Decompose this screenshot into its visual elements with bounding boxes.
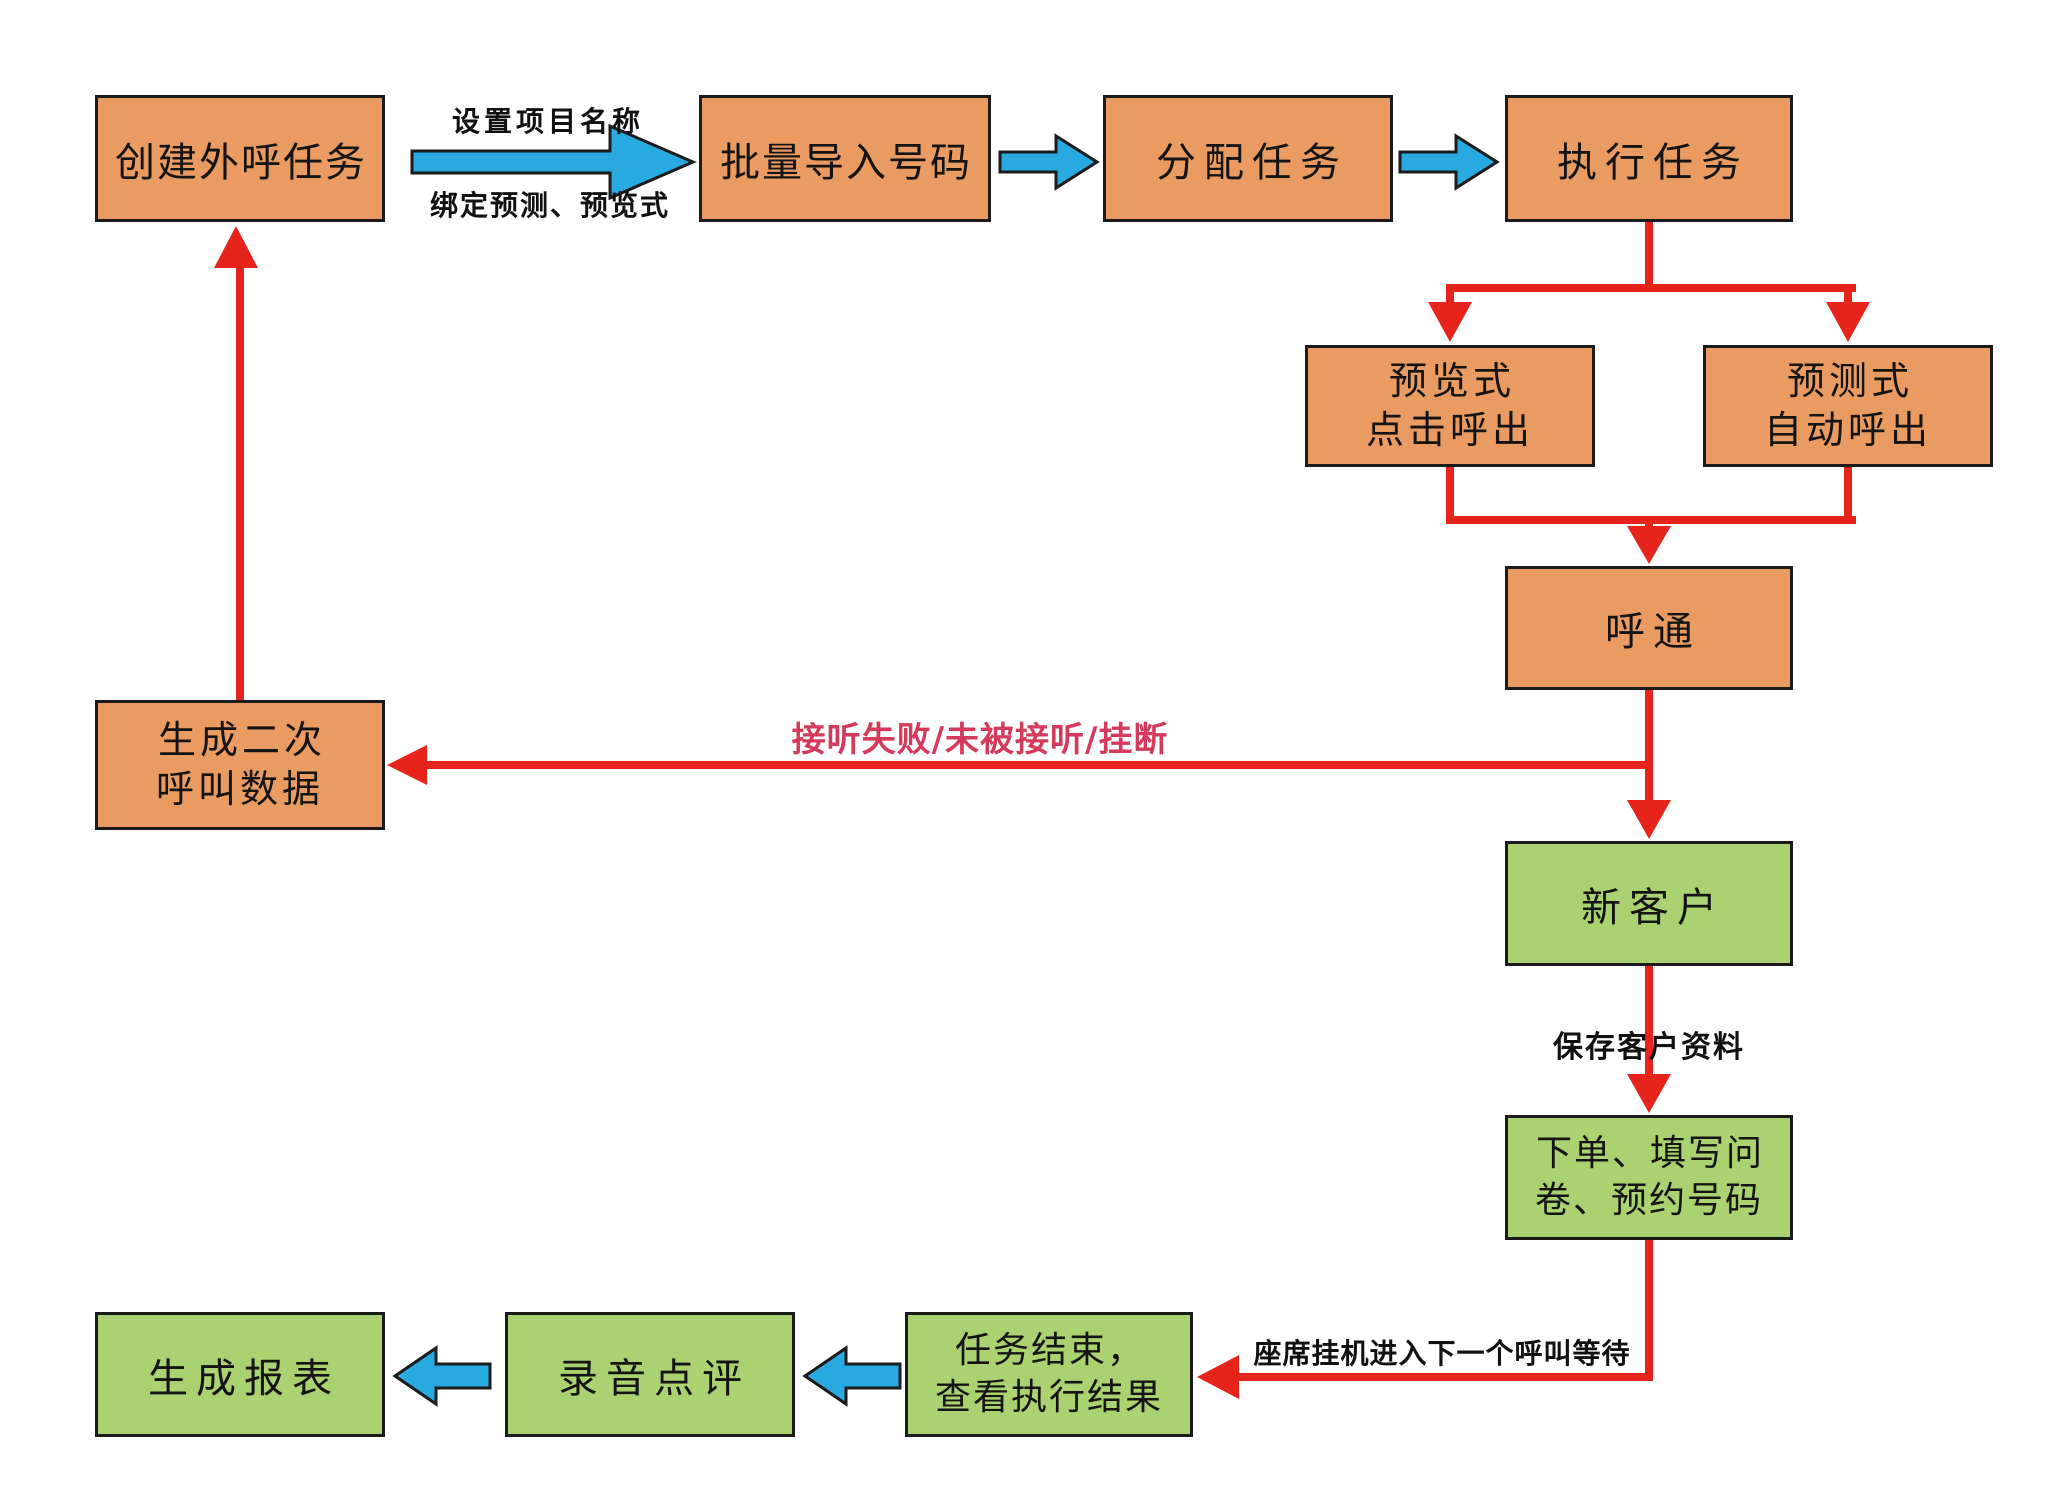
- node-preview-click-callout-label: 预览式 点击呼出: [1365, 359, 1534, 452]
- node-generate-secondary-call-data-label: 生成二次 呼叫数据: [155, 718, 326, 811]
- node-preview-click-callout: 预览式 点击呼出: [1305, 345, 1595, 467]
- line-placeorder-down: [1645, 1240, 1653, 1381]
- arrowhead-to-preview: [1428, 302, 1472, 342]
- arrowhead-to-predictive: [1826, 302, 1870, 342]
- line-preview-down: [1446, 467, 1454, 520]
- node-place-order-questionnaire: 下单、填写问 卷、预约号码: [1505, 1115, 1793, 1240]
- node-generate-report: 生成报表: [95, 1312, 385, 1437]
- node-create-outbound-task-label: 创建外呼任务: [115, 139, 367, 186]
- line-newcustomer-down: [1645, 966, 1653, 1076]
- node-call-connected-label: 呼通: [1605, 609, 1701, 655]
- node-recording-review-label: 录音点评: [558, 1355, 750, 1402]
- node-create-outbound-task: 创建外呼任务: [95, 95, 385, 222]
- arrow-assign-to-execute: [1398, 133, 1500, 191]
- node-predictive-auto-callout: 预测式 自动呼出: [1703, 345, 1993, 467]
- node-batch-import-numbers: 批量导入号码: [699, 95, 991, 222]
- node-new-customer-label: 新客户: [1581, 884, 1725, 931]
- arrowhead-to-call-connected: [1627, 526, 1671, 564]
- edge-label-set-project-name: 设置项目名称: [451, 105, 644, 138]
- node-generate-secondary-call-data: 生成二次 呼叫数据: [95, 700, 385, 830]
- line-merge-down: [1645, 516, 1653, 530]
- arrowhead-to-task-end: [1197, 1355, 1239, 1399]
- arrowhead-to-secondary-data: [387, 745, 427, 785]
- line-execute-down: [1645, 222, 1653, 288]
- node-execute-task-label: 执行任务: [1557, 139, 1749, 186]
- line-predictive-down: [1844, 467, 1852, 520]
- node-batch-import-numbers-label: 批量导入号码: [720, 139, 972, 186]
- line-branch-horizontal: [1446, 284, 1856, 292]
- node-new-customer: 新客户: [1505, 841, 1793, 966]
- edge-label-agent-hangup: 座席挂机进入下一个呼叫等待: [1253, 1337, 1631, 1370]
- edge-label-call-failed: 接听失败/未被接听/挂断: [791, 720, 1169, 760]
- line-secondary-up: [236, 266, 244, 700]
- node-assign-task: 分配任务: [1103, 95, 1393, 222]
- node-predictive-auto-callout-label: 预测式 自动呼出: [1763, 359, 1932, 452]
- line-branch-left-stub: [1446, 284, 1454, 304]
- red-connectors: [214, 222, 1870, 1399]
- node-recording-review: 录音点评: [505, 1312, 795, 1437]
- node-task-end-view-results: 任务结束， 查看执行结果: [905, 1312, 1193, 1437]
- line-branch-right-stub: [1844, 284, 1852, 304]
- line-failed-horizontal: [427, 761, 1653, 769]
- node-call-connected: 呼通: [1505, 566, 1793, 690]
- blue-arrows: [392, 123, 1500, 1407]
- arrow-taskend-to-review: [802, 1345, 902, 1407]
- line-hangup-horizontal: [1239, 1373, 1649, 1381]
- arrow-create-to-import: [410, 123, 697, 201]
- arrowhead-to-create-task: [214, 226, 258, 268]
- arrow-review-to-report: [392, 1345, 492, 1407]
- arrowhead-to-place-order: [1627, 1074, 1671, 1113]
- line-callconnected-down: [1645, 690, 1653, 802]
- node-task-end-view-results-label: 任务结束， 查看执行结果: [934, 1330, 1163, 1418]
- node-place-order-questionnaire-label: 下单、填写问 卷、预约号码: [1534, 1133, 1764, 1221]
- arrow-import-to-assign: [998, 133, 1100, 191]
- arrowhead-to-new-customer: [1627, 800, 1671, 839]
- edge-label-bind-modes: 绑定预测、预览式: [429, 189, 670, 222]
- node-execute-task: 执行任务: [1505, 95, 1793, 222]
- node-assign-task-label: 分配任务: [1156, 139, 1348, 186]
- node-generate-report-label: 生成报表: [148, 1355, 340, 1402]
- edge-label-save-customer-info: 保存客户资料: [1553, 1030, 1745, 1065]
